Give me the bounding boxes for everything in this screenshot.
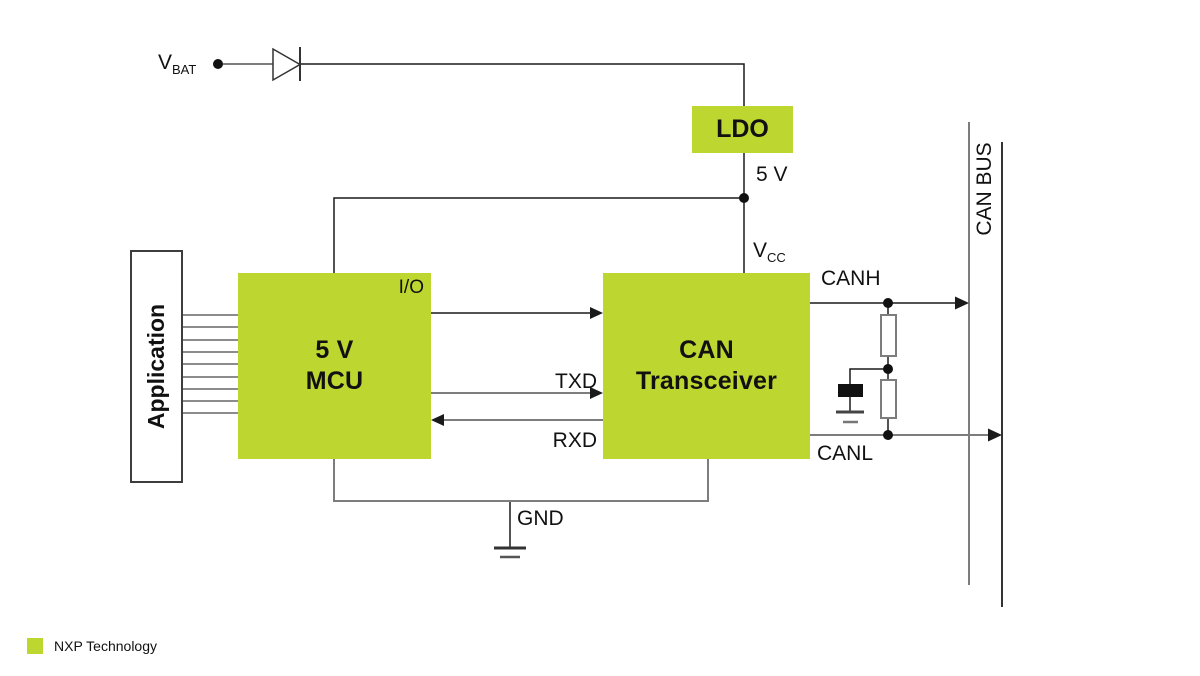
arrow-io-icon bbox=[590, 307, 603, 319]
rxd-label: RXD bbox=[552, 429, 597, 452]
vbat-label-sub: BAT bbox=[172, 62, 197, 77]
legend: NXP Technology bbox=[27, 638, 157, 654]
io-pin-label: I/O bbox=[398, 277, 424, 298]
resistor-canh-icon bbox=[880, 314, 897, 357]
app-mcu-bus bbox=[183, 314, 238, 414]
junction-5v bbox=[739, 193, 749, 203]
wire-5v-to-mcu bbox=[333, 197, 744, 273]
canh-label: CANH bbox=[821, 267, 881, 290]
rail-5v-label: 5 V bbox=[756, 163, 788, 186]
capacitor-icon bbox=[838, 384, 863, 397]
gnd-label: GND bbox=[517, 507, 564, 530]
resistor-canl-icon bbox=[880, 379, 897, 419]
mcu-label-line2: MCU bbox=[305, 367, 364, 395]
mcu-label: 5 V MCU bbox=[306, 335, 364, 398]
arrowheads bbox=[431, 296, 1002, 442]
wire-gnd-path bbox=[333, 459, 709, 502]
mcu-block: I/O 5 V MCU bbox=[238, 273, 431, 459]
vcc-label-sub: CC bbox=[767, 250, 786, 265]
transceiver-label: CAN Transceiver bbox=[636, 335, 777, 398]
vcc-label: VCC bbox=[753, 239, 786, 265]
application-block: Application bbox=[130, 250, 183, 483]
junction-canl bbox=[883, 430, 893, 440]
txd-label: TXD bbox=[555, 370, 597, 393]
can-bus-label: CAN BUS bbox=[973, 142, 996, 236]
ground-symbol-capacitor bbox=[836, 410, 864, 424]
junction-dots bbox=[213, 59, 893, 440]
junction-canh bbox=[883, 298, 893, 308]
can-transceiver-block: CAN Transceiver bbox=[603, 273, 810, 459]
wire-vbat-to-ldo bbox=[300, 63, 745, 106]
canl-label: CANL bbox=[817, 442, 874, 465]
diode-icon bbox=[272, 47, 302, 82]
transceiver-label-line1: CAN bbox=[679, 335, 734, 364]
ground-symbol-gnd bbox=[494, 546, 526, 559]
vcc-label-base: V bbox=[753, 239, 768, 262]
legend-label: NXP Technology bbox=[54, 638, 157, 654]
arrow-rxd-icon bbox=[431, 414, 444, 426]
ldo-label: LDO bbox=[716, 115, 769, 143]
legend-swatch bbox=[27, 638, 43, 654]
arrow-canl-icon bbox=[988, 428, 1002, 442]
ldo-block: LDO bbox=[692, 106, 793, 153]
mcu-label-line1: 5 V bbox=[315, 335, 354, 364]
arrow-txd-icon bbox=[590, 387, 603, 399]
junction-split-termination bbox=[883, 364, 893, 374]
arrow-canh-icon bbox=[955, 296, 969, 310]
vbat-label-base: V bbox=[158, 51, 173, 74]
application-label: Application bbox=[143, 303, 170, 430]
wire-cap-top bbox=[849, 368, 888, 386]
vbat-label: VBAT bbox=[158, 51, 196, 77]
vbat-terminal-dot bbox=[213, 59, 223, 69]
transceiver-label-line2: Transceiver bbox=[635, 367, 778, 395]
